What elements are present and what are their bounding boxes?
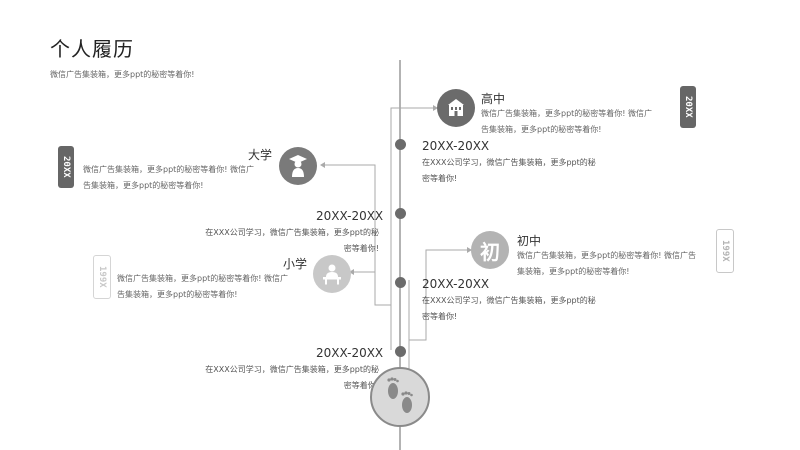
- middle-school-desc: 微信广告集装箱，更多ppt的秘密等着你! 微信广告 集装箱，更多ppt的秘密等着…: [517, 251, 697, 276]
- university-desc: 微信广告集装箱，更多ppt的秘密等着你! 微信广 告集装箱，更多ppt的秘密等着…: [83, 165, 255, 190]
- timeline-desc-4: 在XXX公司学习，微信广告集装箱，更多ppt的秘 密等着你!: [205, 365, 379, 390]
- university-connector: [321, 164, 376, 305]
- university-badge: [279, 147, 317, 185]
- middle-school-year-tag: 199X: [716, 229, 734, 273]
- primary-school-year-tag: 199X: [93, 255, 111, 299]
- graduate-icon: [289, 155, 307, 177]
- high-school-name: 高中: [481, 92, 506, 106]
- student-desk-icon: [323, 264, 341, 285]
- middle-arrow: [467, 247, 472, 253]
- timeline-desc-3: 在XXX公司学习，微信广告集装箱，更多ppt的秘 密等着你!: [422, 296, 596, 321]
- primary-school-badge: [313, 255, 351, 293]
- high-connector: [390, 107, 437, 145]
- timeline-dot: [395, 277, 406, 288]
- timeline-dot: [395, 139, 406, 150]
- page-subtitle: 微信广告集装箱，更多ppt的秘密等着你!: [50, 70, 195, 79]
- timeline-dot: [395, 346, 406, 357]
- primary-school-desc: 微信广告集装箱，更多ppt的秘密等着你! 微信广 告集装箱，更多ppt的秘密等着…: [117, 274, 289, 299]
- high-school-year-tag: 20XX: [680, 86, 696, 128]
- middle-school-badge: 初: [471, 231, 509, 269]
- high-arrow: [433, 105, 438, 111]
- page-title: 个人履历: [50, 37, 134, 61]
- timeline-dot: [395, 208, 406, 219]
- middle-school-name: 初中: [517, 234, 542, 248]
- footprints-icon: [387, 377, 413, 413]
- timeline-desc-1: 在XXX公司学习，微信广告集装箱，更多ppt的秘 密等着你!: [422, 158, 596, 183]
- primary-arrow: [349, 269, 354, 275]
- university-arrow: [320, 162, 325, 168]
- timeline-desc-2: 在XXX公司学习，微信广告集装箱，更多ppt的秘 密等着你!: [205, 228, 379, 253]
- high-school-badge: [437, 89, 475, 127]
- university-year-tag: 20XX: [58, 146, 74, 188]
- primary-school-name: 小学: [283, 257, 308, 271]
- middle-connector: [409, 249, 471, 341]
- timeline-date-4: 20XX-20XX: [316, 346, 384, 360]
- school-building-icon: [448, 99, 464, 116]
- primary-connector: [350, 271, 391, 306]
- timeline-date-2: 20XX-20XX: [316, 209, 384, 223]
- timeline-date-1: 20XX-20XX: [422, 139, 490, 153]
- high-school-desc: 微信广告集装箱，更多ppt的秘密等着你! 微信广 告集装箱，更多ppt的秘密等着…: [481, 109, 653, 134]
- footprints-badge: [370, 367, 430, 427]
- chu-character-icon: 初: [480, 239, 500, 264]
- university-name: 大学: [248, 148, 273, 162]
- timeline-date-3: 20XX-20XX: [422, 277, 490, 291]
